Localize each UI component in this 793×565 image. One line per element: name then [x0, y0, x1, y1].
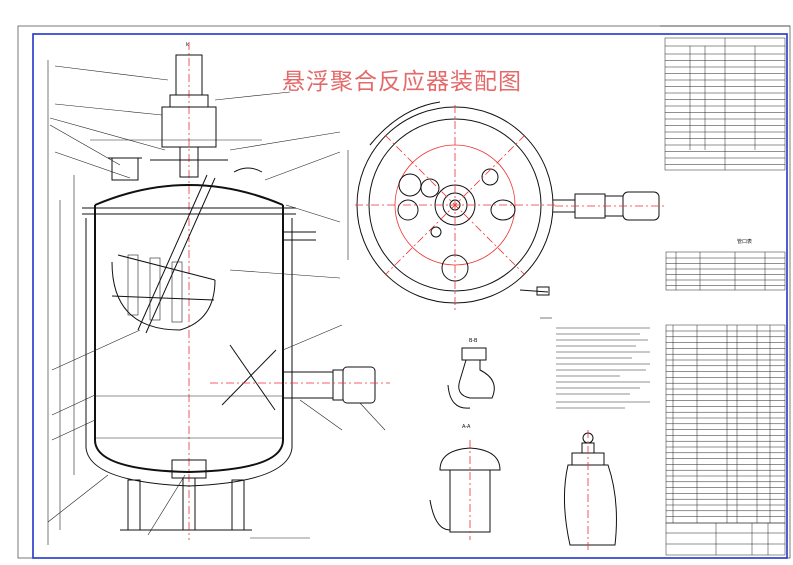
side-impeller-blade-2 [221, 349, 277, 406]
leader-r5 [229, 269, 341, 279]
thermowell-body [563, 464, 617, 546]
side-impeller-blade-1 [229, 344, 276, 411]
leader-8 [51, 419, 96, 441]
leader-r6 [282, 324, 343, 351]
detail-a-a-label: A-A [462, 424, 471, 430]
inclined-baffle [137, 174, 208, 331]
leader-5 [54, 151, 131, 179]
plan-view [347, 101, 665, 310]
leader-9 [47, 474, 109, 523]
sight-glass [233, 167, 263, 173]
nozzle-table-frame [665, 251, 786, 291]
detail-a-a: A-A [429, 424, 501, 540]
bottom-head [94, 439, 284, 474]
detail-b-flange [461, 347, 487, 361]
plan-arc-top [369, 101, 441, 146]
side-motor [342, 366, 376, 404]
vessel-elevation [47, 42, 390, 545]
leader-r3 [264, 151, 341, 181]
drawing-border [32, 33, 788, 559]
agitator-upper-arm [117, 254, 216, 281]
leader-1 [54, 65, 169, 81]
plan-nozzle-b [397, 199, 419, 221]
detail-b-curve [447, 384, 471, 409]
parts-list-rows [666, 330, 785, 517]
agitator-blade-3 [171, 261, 183, 323]
leader-r7 [299, 399, 343, 431]
leader-r1 [214, 91, 291, 101]
support-leg-left [127, 479, 141, 531]
top-head [94, 184, 284, 206]
detail-b-body [458, 359, 495, 399]
bottom-outlet [171, 459, 207, 479]
leader-r2 [229, 131, 341, 151]
nozzle-table-rows [666, 257, 785, 286]
technical-notes [540, 317, 650, 409]
top-view-mark: k [186, 42, 189, 48]
plan-nozzle-a [398, 173, 422, 197]
plan-nozzle-c [420, 178, 440, 198]
support-leg-right [231, 479, 245, 531]
leader-7 [51, 394, 96, 416]
plan-diag-2 [384, 134, 526, 276]
detail-b-b: B-B [447, 338, 495, 409]
title-block [665, 522, 786, 556]
plan-inner-circle [368, 118, 542, 292]
detail-a-cap [439, 447, 501, 471]
agitator-blade-1 [127, 254, 139, 316]
manhole-nozzle [111, 157, 139, 181]
plan-nozzle-e [490, 199, 516, 221]
plan-shaft [449, 199, 461, 211]
plan-bottom-nozzle [519, 289, 549, 293]
seal-housing [179, 146, 199, 178]
side-flange [332, 369, 344, 401]
technical-data-table [664, 37, 786, 171]
drawing-title: 悬浮聚合反应器装配图 [282, 69, 522, 95]
leader-10 [147, 474, 186, 536]
leader-2 [54, 103, 163, 116]
nozzle-table: 管口表 [665, 238, 786, 291]
frame-agitator-arc [111, 261, 216, 331]
agitator-middle-arm [111, 295, 215, 301]
jacket-bottom-head [85, 447, 293, 487]
leader-r8 [359, 402, 386, 431]
nozzle-table-caption: 管口表 [737, 238, 752, 245]
tech-table-rows [665, 53, 785, 165]
title-block-frame [665, 522, 786, 556]
agitator-blade-2 [149, 257, 161, 321]
inclined-baffle-edge [145, 177, 216, 334]
plan-nozzle-g [430, 226, 442, 238]
plan-bottom-flange [536, 286, 550, 296]
leader-3 [49, 117, 166, 151]
detail-thermowell [563, 430, 617, 550]
detail-b-b-label: B-B [469, 338, 478, 344]
leader-6 [51, 329, 141, 371]
leader-4 [49, 124, 121, 166]
parts-list [665, 324, 786, 524]
plan-nozzle-d [481, 168, 499, 186]
side-nozzle [282, 371, 334, 399]
leader-r4 [285, 204, 341, 223]
detail-a-curve [429, 499, 451, 531]
